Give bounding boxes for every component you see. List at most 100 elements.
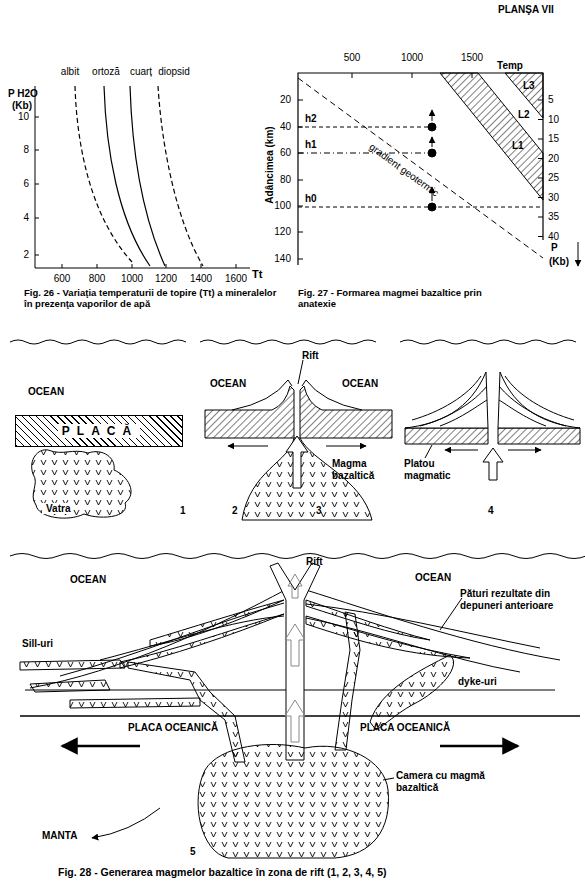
tick-label: 2: [23, 249, 29, 261]
rift-stage-2-3: [200, 340, 392, 520]
tick-label: 1400: [190, 273, 212, 285]
region-label: OCEAN: [28, 386, 64, 398]
tick-label: 8: [23, 144, 29, 156]
plate-title: PLANŞA VII: [498, 4, 554, 16]
curve-label: diopsid: [158, 66, 190, 78]
part-label: dyke-uri: [458, 676, 497, 688]
rift-stage-5-part: [20, 660, 125, 670]
rift-stage-4-part: [405, 428, 488, 444]
anatexis-chart-part: [428, 123, 436, 131]
rift-stage-1: [10, 340, 186, 344]
rift-stage-4-part: [400, 340, 576, 344]
tick-label: 1000: [401, 52, 423, 64]
axis-unit: (Kb): [12, 100, 32, 112]
magma-hearth: Vatra: [28, 448, 140, 522]
curve-label: ortoză: [92, 66, 120, 78]
rift-stage-4-part: [498, 372, 580, 428]
axis-title: Tt: [252, 268, 262, 281]
tick-label: 120: [274, 226, 291, 238]
anatexis-chart-part: [440, 73, 543, 200]
anatexis-chart-part: [538, 100, 543, 237]
tick-label: 500: [344, 52, 361, 64]
tick-label: 1000: [121, 273, 143, 285]
rift-stage-2-3-part: [228, 446, 268, 447]
part-label: Pături rezultate din depuneri anterioare: [460, 588, 584, 611]
node-text: Vatra: [42, 503, 72, 514]
tick-label: 80: [280, 174, 291, 186]
anatexis-chart-part: [578, 242, 579, 266]
rift-stage-5-part: [70, 698, 200, 708]
curve-label: cuarț: [130, 66, 152, 78]
axis-unit: (Kb): [549, 256, 569, 268]
depth-label: h0: [305, 193, 317, 205]
melting-chart-part: [158, 86, 203, 266]
rift-stage-5-part: [92, 808, 160, 838]
rift-stage-5-part: [288, 574, 302, 598]
tick-label: 1200: [155, 273, 177, 285]
tick-label: 25: [548, 172, 559, 184]
tick-label: 100: [274, 200, 291, 212]
rift-stage-2-3-part: [326, 446, 366, 447]
rift-stage-4-part: [440, 400, 487, 426]
melting-chart-part: [104, 86, 150, 266]
stage-number: 1: [180, 505, 186, 517]
anatexis-chart-part: [298, 100, 303, 259]
tick-label: 140: [274, 253, 291, 265]
stage-number: 4: [488, 505, 494, 517]
melting-chart-part: [35, 117, 236, 268]
part-label: Camera cu magmă bazaltică: [396, 770, 491, 793]
anatexis-chart-part: [298, 207, 543, 208]
rift-stage-5-part: [30, 680, 110, 692]
rift-stage-2-3-part: [298, 360, 303, 384]
rift-stage-4-part: [499, 400, 546, 426]
anatexis-chart-part: [298, 127, 432, 128]
zone-label: L1: [512, 140, 524, 152]
rift-stage-5-part: [62, 745, 140, 748]
tick-label: 60: [280, 147, 291, 159]
rift-stage-5: [10, 554, 585, 859]
depth-label: h2: [305, 113, 317, 125]
rift-stage-4-part: [505, 376, 574, 420]
rift-stage-2-3-part: [286, 436, 308, 488]
tick-label: 800: [89, 273, 106, 285]
axis-title: P: [551, 242, 558, 254]
tick-label: 20: [280, 94, 291, 106]
tick-label: 20: [548, 153, 559, 165]
part-label: Sill-uri: [22, 638, 53, 650]
part-label: Rift: [302, 350, 319, 362]
zone-label: L3: [523, 80, 535, 92]
stage-number: 3: [316, 505, 322, 517]
rift-stage-4-part: [499, 386, 566, 426]
part-label: Magma bazaltică: [332, 458, 394, 481]
stage-number: 5: [190, 846, 196, 858]
rift-stage-5-part: [120, 614, 284, 668]
part-label: PLACA OCEANICĂ: [128, 722, 218, 734]
line-label: gradient geotermic: [367, 141, 441, 199]
anatexis-chart-part: [352, 73, 472, 78]
depth-label: h1: [305, 139, 317, 151]
rift-stage-2-3-part: [300, 386, 392, 438]
tick-label: 40: [548, 231, 559, 243]
rift-stage-1-part: [10, 340, 186, 344]
rift-stage-5-part: [440, 598, 462, 630]
figure-caption: Fig. 27 - Formarea magmei bazaltice prin…: [298, 288, 513, 310]
anatexis-chart-part: [432, 137, 433, 147]
tick-label: 600: [54, 273, 71, 285]
anatexis-chart-part: [298, 78, 543, 258]
rift-stage-5-part: [383, 778, 394, 780]
rift-stage-5-part: [440, 745, 518, 748]
tick-label: 10: [18, 111, 29, 123]
rift-stage-4-part: [420, 386, 487, 426]
tick-label: 4: [23, 212, 29, 224]
stage-number: 2: [232, 505, 238, 517]
zone-label: L2: [518, 109, 530, 121]
part-label: Platou magmatic: [404, 458, 466, 481]
rift-stage-4-part: [498, 428, 580, 444]
tick-label: 6: [23, 178, 29, 190]
tick-label: 15: [548, 133, 559, 145]
part-label: Rift: [306, 556, 323, 568]
rift-stage-4-part: [445, 450, 478, 451]
axis-title: Adâncimea (km): [264, 126, 276, 203]
anatexis-chart-part: [298, 153, 432, 154]
node-text: PLACĂ: [58, 424, 140, 438]
